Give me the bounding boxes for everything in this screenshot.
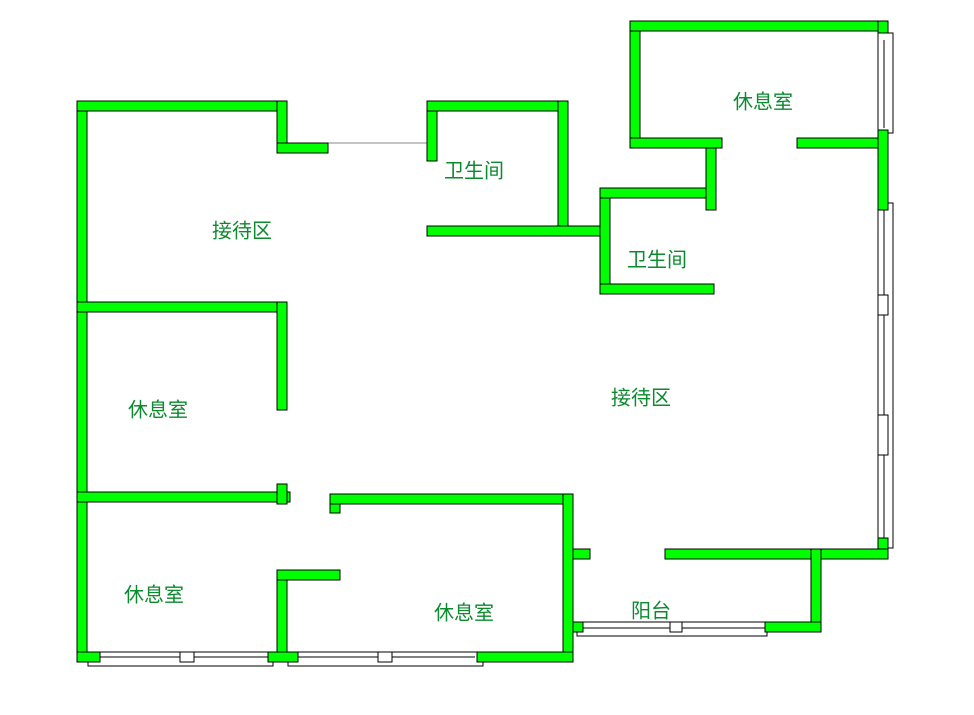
- room-label-bathroom-top: 卫生间: [444, 158, 504, 183]
- room-label-rest-room-left-middle: 休息室: [128, 397, 188, 422]
- room-label-reception-left: 接待区: [212, 218, 272, 243]
- room-label-reception-main: 接待区: [611, 385, 671, 410]
- room-label-rest-room-bottom-middle: 休息室: [434, 600, 494, 625]
- room-label-rest-room-bottom-left: 休息室: [124, 582, 184, 607]
- room-label-rest-room-top-right: 休息室: [733, 89, 793, 114]
- room-label-balcony: 阳台: [631, 598, 671, 623]
- room-label-bathroom-right: 卫生间: [627, 247, 687, 272]
- walls: [76, 20, 889, 663]
- windows: [87, 32, 894, 667]
